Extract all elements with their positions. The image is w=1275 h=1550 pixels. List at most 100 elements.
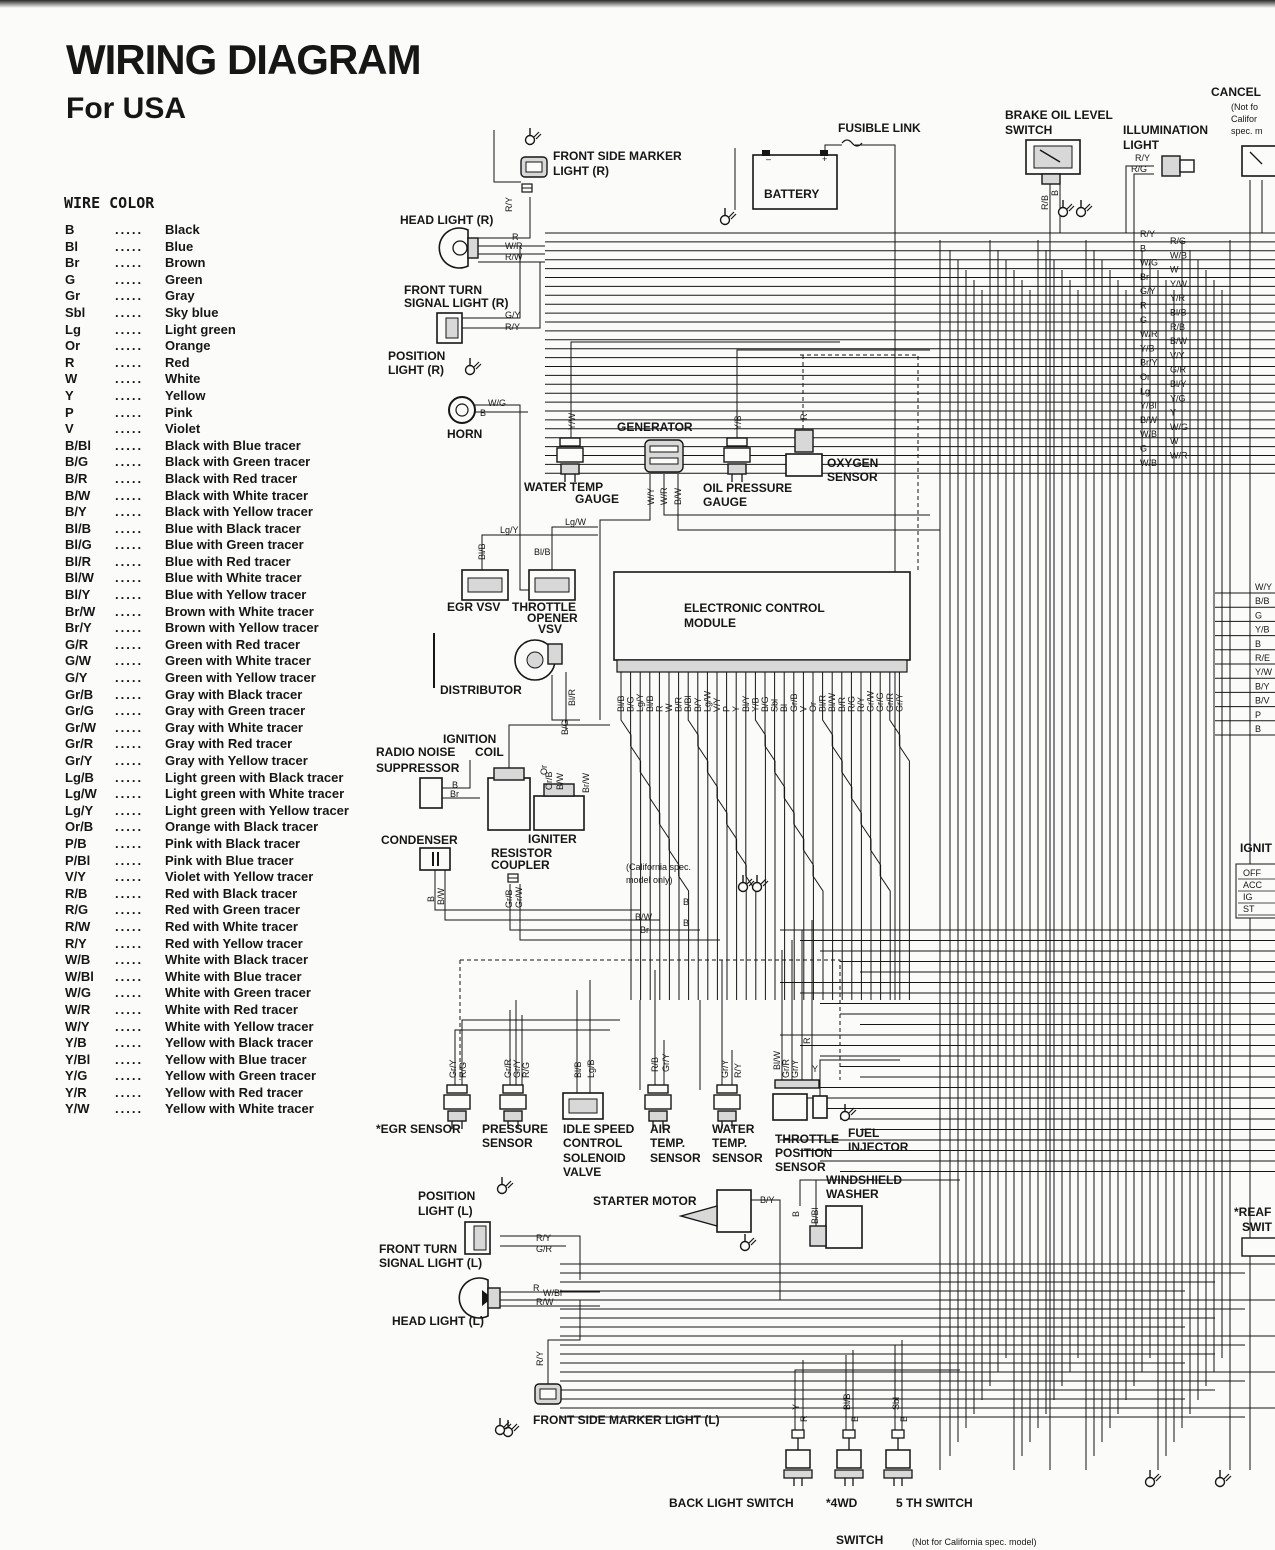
wire-label: V/Y: [1170, 350, 1185, 360]
battery-label: BATTERY: [764, 187, 819, 201]
wire-label: Gr/Y: [512, 1059, 522, 1078]
wire-label: Y/B: [750, 697, 760, 712]
wire-label: Sbl: [770, 699, 780, 712]
svg-text:model only): model only): [626, 875, 673, 885]
wire-label: W/Y: [1255, 582, 1272, 592]
legend-dots: .....: [115, 736, 144, 752]
illumination-light: ILLUMINATION LIGHT: [1123, 123, 1208, 177]
legend-code: Or: [65, 338, 81, 354]
wire-label: Y/G: [1170, 393, 1186, 403]
wire-label: Bl/W: [827, 692, 837, 712]
rear-switch-partial: *REAF SWIT: [1234, 1205, 1275, 1257]
wire: [754, 672, 766, 1000]
svg-text:*EGR SENSOR: *EGR SENSOR: [376, 1122, 461, 1136]
wire: [658, 672, 670, 1000]
wire: [493, 130, 521, 183]
legend-code: B/G: [65, 454, 89, 470]
svg-text:FRONT SIDE MARKER LIGHT (L): FRONT SIDE MARKER LIGHT (L): [533, 1413, 720, 1427]
legend-code: V/Y: [65, 869, 86, 885]
legend-name: Yellow with Black tracer: [165, 1035, 314, 1051]
wire-label: Or: [539, 765, 549, 775]
wire-label: B: [426, 896, 436, 902]
wire-label: Bl/B: [477, 543, 487, 560]
svg-text:LIGHT (R): LIGHT (R): [388, 363, 444, 377]
wire: [774, 672, 786, 1000]
wire-label: R/Y: [1140, 229, 1155, 239]
legend-dots: .....: [115, 1051, 144, 1067]
legend-dots: .....: [115, 238, 144, 254]
svg-text:OPENER: OPENER: [527, 611, 578, 625]
wire: [461, 1019, 620, 1085]
legend-code: R: [65, 354, 75, 370]
ground-icon: [524, 127, 542, 146]
legend-code: Gr/W: [65, 719, 97, 735]
wire-label: B: [791, 1211, 801, 1217]
svg-text:AIR: AIR: [650, 1122, 671, 1136]
wire-label: B: [452, 780, 458, 790]
wire-label: Gr/Y: [894, 693, 904, 712]
legend-dots: .....: [115, 703, 144, 719]
wire-label: B/Y: [760, 1195, 775, 1205]
wire-label: Br/W: [581, 772, 591, 793]
wire: [687, 672, 699, 1000]
ecm-label-2: MODULE: [684, 616, 736, 630]
svg-text:IGNIT: IGNIT: [1240, 841, 1273, 855]
wire-label: R/Y: [856, 697, 866, 712]
svg-text:EGR VSV: EGR VSV: [447, 600, 500, 614]
wire-label: W/R: [1140, 329, 1158, 339]
ground-points: [494, 207, 1232, 1488]
wire-label: Bl/B: [616, 695, 626, 712]
wire: [855, 144, 896, 1000]
legend-name: Violet with Yellow tracer: [165, 869, 314, 885]
legend-name: Red: [165, 354, 190, 370]
legend-name: Yellow: [165, 387, 206, 403]
legend-name: Orange: [165, 338, 211, 354]
legend-dots: .....: [115, 819, 144, 835]
legend-dots: .....: [115, 902, 144, 918]
legend-name: Yellow with White tracer: [165, 1101, 314, 1117]
legend-dots: .....: [115, 222, 144, 237]
legend-name: White: [165, 371, 201, 387]
wire: [799, 1179, 960, 1206]
wire: [870, 672, 882, 1000]
wire-label: R/B: [1170, 322, 1185, 332]
wire-label: Gr/Y: [720, 1059, 730, 1078]
legend-dots: .....: [115, 769, 144, 785]
wire-label: G/Y: [1140, 286, 1156, 296]
legend-code: B/Bl: [65, 437, 91, 453]
legend-name: Light green with Black tracer: [165, 769, 344, 785]
wire: [751, 1199, 781, 1300]
wire-label: R/W: [536, 1297, 554, 1307]
wire: [726, 672, 738, 1000]
legend-dots: .....: [115, 935, 144, 951]
svg-text:RESISTOR: RESISTOR: [491, 846, 552, 860]
legend-code: W/G: [65, 985, 91, 1001]
legend-name: Blue with White tracer: [165, 570, 302, 586]
svg-text:TEMP.: TEMP.: [650, 1136, 685, 1150]
wire-label: P: [1255, 710, 1261, 720]
idle-speed-control-solenoid-valve: IDLE SPEED CONTROL SOLENOID VALVE: [562, 1092, 635, 1179]
legend-dots: .....: [115, 636, 144, 652]
wire: [716, 672, 728, 1000]
wire: [735, 672, 747, 1000]
svg-text:CONTROL: CONTROL: [563, 1136, 622, 1150]
svg-text:FRONT SIDE MARKER: FRONT SIDE MARKER: [553, 149, 682, 163]
ground-icon: [464, 357, 482, 376]
ground-icon: [1075, 199, 1093, 218]
svg-text:STARTER MOTOR: STARTER MOTOR: [593, 1194, 697, 1208]
wire: [478, 197, 531, 239]
page-title: WIRING DIAGRAM: [66, 36, 422, 83]
wire-label: Y/W: [1255, 667, 1273, 677]
legend-dots: .....: [115, 852, 144, 868]
wire-label: W/B: [1170, 250, 1187, 260]
legend-dots: .....: [115, 553, 144, 569]
wire: [793, 672, 805, 1000]
legend-code: Gr: [65, 288, 81, 304]
svg-text:COIL: COIL: [475, 745, 504, 759]
wire: [454, 1029, 610, 1085]
legend-code: Y/Bl: [65, 1051, 91, 1067]
svg-text:POSITION: POSITION: [388, 349, 445, 363]
legend-code: Br: [65, 255, 80, 271]
legend-name: White with Black tracer: [165, 952, 309, 968]
legend-code: Lg/Y: [65, 802, 94, 818]
